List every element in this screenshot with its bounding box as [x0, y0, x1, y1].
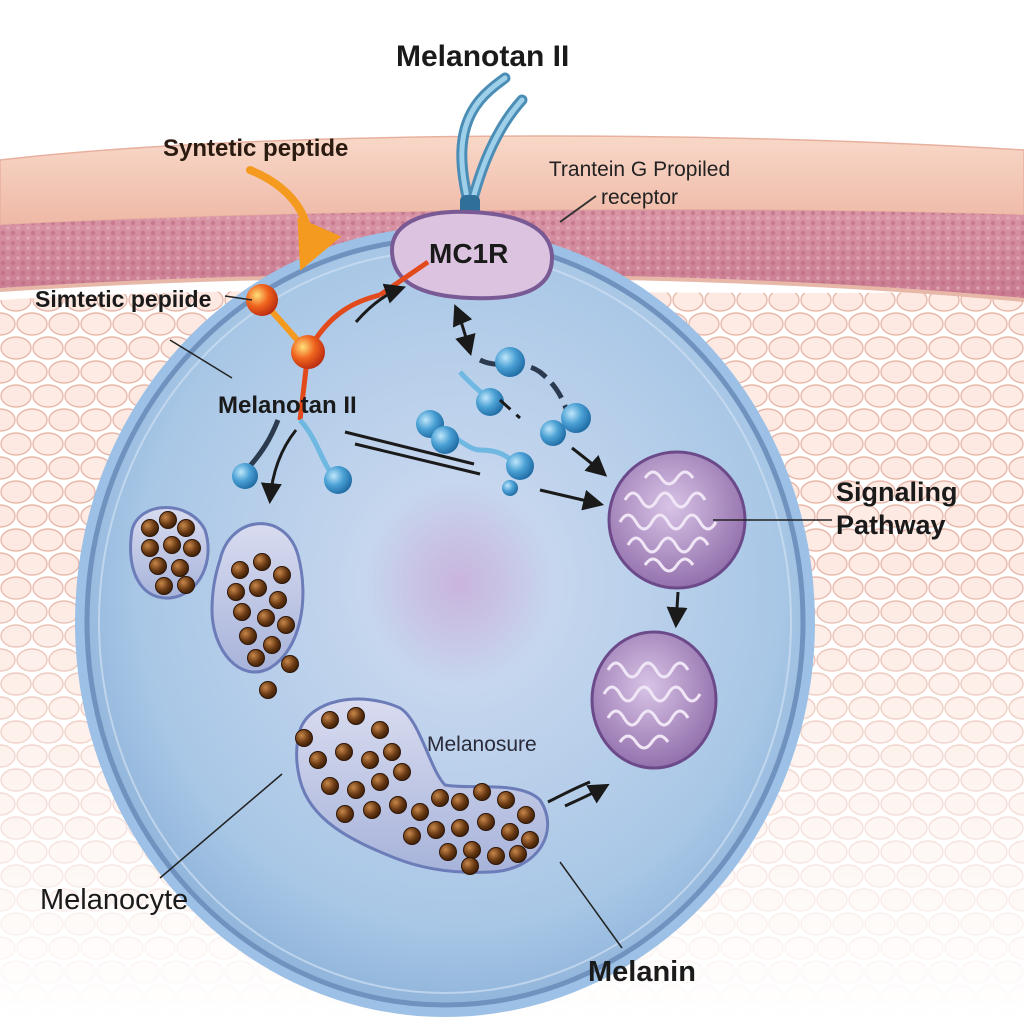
melanin-granule-icon — [249, 579, 267, 597]
melanin-granule-icon — [227, 583, 245, 601]
melanin-granule-icon — [141, 539, 159, 557]
signaling-molecule-icon — [232, 347, 591, 496]
diagram-title: Melanotan II — [396, 40, 570, 73]
pigment-label: Melanin — [588, 956, 696, 988]
cell-label: Melanocyte — [40, 884, 189, 916]
melanin-granule-icon — [141, 519, 159, 537]
melanin-granule-icon — [403, 827, 421, 845]
ligand-label: Melanotan II — [218, 392, 357, 419]
melanin-granule-icon — [231, 561, 249, 579]
melanin-granule-icon — [389, 796, 407, 814]
melanin-granule-icon — [155, 577, 173, 595]
melanin-granule-icon — [269, 591, 287, 609]
melanin-granule-icon — [383, 743, 401, 761]
melanin-granule-icon — [361, 751, 379, 769]
melanosome-icon — [210, 522, 305, 674]
peptide-molecule-icon — [246, 259, 430, 421]
melanin-granule-icon — [159, 511, 177, 529]
pathway-line1: Signaling — [836, 477, 958, 507]
receptor-label: MC1R — [429, 238, 509, 269]
receptor-type-line2: receptor — [600, 186, 679, 209]
melanin-granule-icon — [477, 813, 495, 831]
melanin-granule-icon — [273, 566, 291, 584]
melanin-granule-icon — [461, 857, 479, 875]
melanin-granule-icon — [177, 576, 195, 594]
melanin-granule-icon — [363, 801, 381, 819]
mc1r-receptor — [389, 209, 555, 301]
melanin-granule-icon — [257, 609, 275, 627]
melanin-granule-icon — [487, 847, 505, 865]
melanin-granule-icon — [177, 519, 195, 537]
melanin-granule-icon — [393, 763, 411, 781]
melanin-granule-icon — [321, 777, 339, 795]
melanin-granule-icon — [521, 831, 539, 849]
melanin-granule-icon — [259, 681, 277, 699]
melanin-granule-icon — [171, 559, 189, 577]
melanin-granule-icon — [509, 845, 527, 863]
signaling-pathway-label: Signaling Pathway — [836, 476, 958, 542]
melanin-granule-icon — [247, 649, 265, 667]
melanin-granule-icon — [281, 655, 299, 673]
melanin-granule-icon — [463, 841, 481, 859]
receptor-type-line1: Trantein G Propiled — [548, 158, 731, 181]
mitochondrion-icon — [607, 450, 747, 590]
melanin-granule-icon — [371, 773, 389, 791]
melanin-granule-icon — [336, 805, 354, 823]
melanin-granule-icon — [497, 791, 515, 809]
receptor-type-label: Trantein G Propiled receptor — [532, 156, 747, 212]
melanin-granule-icon — [371, 721, 389, 739]
melanin-granule-icon — [277, 616, 295, 634]
melanin-granule-icon — [335, 743, 353, 761]
mitochondrion-icon — [590, 630, 718, 770]
melanin-granule-icon — [295, 729, 313, 747]
melanin-granule-icon — [451, 793, 469, 811]
melanin-granule-icon — [309, 751, 327, 769]
pathway-line2: Pathway — [836, 510, 946, 540]
melanin-granule-icon — [163, 536, 181, 554]
melanin-granule-icon — [263, 636, 281, 654]
melanin-granule-icon — [517, 806, 535, 824]
melanin-granule-icon — [253, 553, 271, 571]
organelle-label: Melanosure — [427, 733, 537, 756]
synthetic-peptide-label-left: Simtetic pepiide — [35, 286, 212, 312]
melanin-granule-icon — [149, 557, 167, 575]
melanin-granule-icon — [183, 539, 201, 557]
melanin-granule-icon — [239, 627, 257, 645]
melanin-granule-icon — [233, 603, 251, 621]
melanin-granule-icon — [347, 707, 365, 725]
melanin-granule-icon — [411, 803, 429, 821]
melanin-granule-icon — [439, 843, 457, 861]
melanin-granule-icon — [451, 819, 469, 837]
peptide-entry-arrow — [246, 166, 342, 271]
melanin-granule-icon — [347, 781, 365, 799]
melanin-granule-icon — [427, 821, 445, 839]
melanin-granule-icon — [473, 783, 491, 801]
melanin-granule-icon — [321, 711, 339, 729]
melanin-granule-icon — [431, 789, 449, 807]
melanin-granules — [141, 511, 539, 875]
melanin-granule-icon — [501, 823, 519, 841]
synthetic-peptide-label-top: Syntetic peptide — [163, 135, 349, 162]
